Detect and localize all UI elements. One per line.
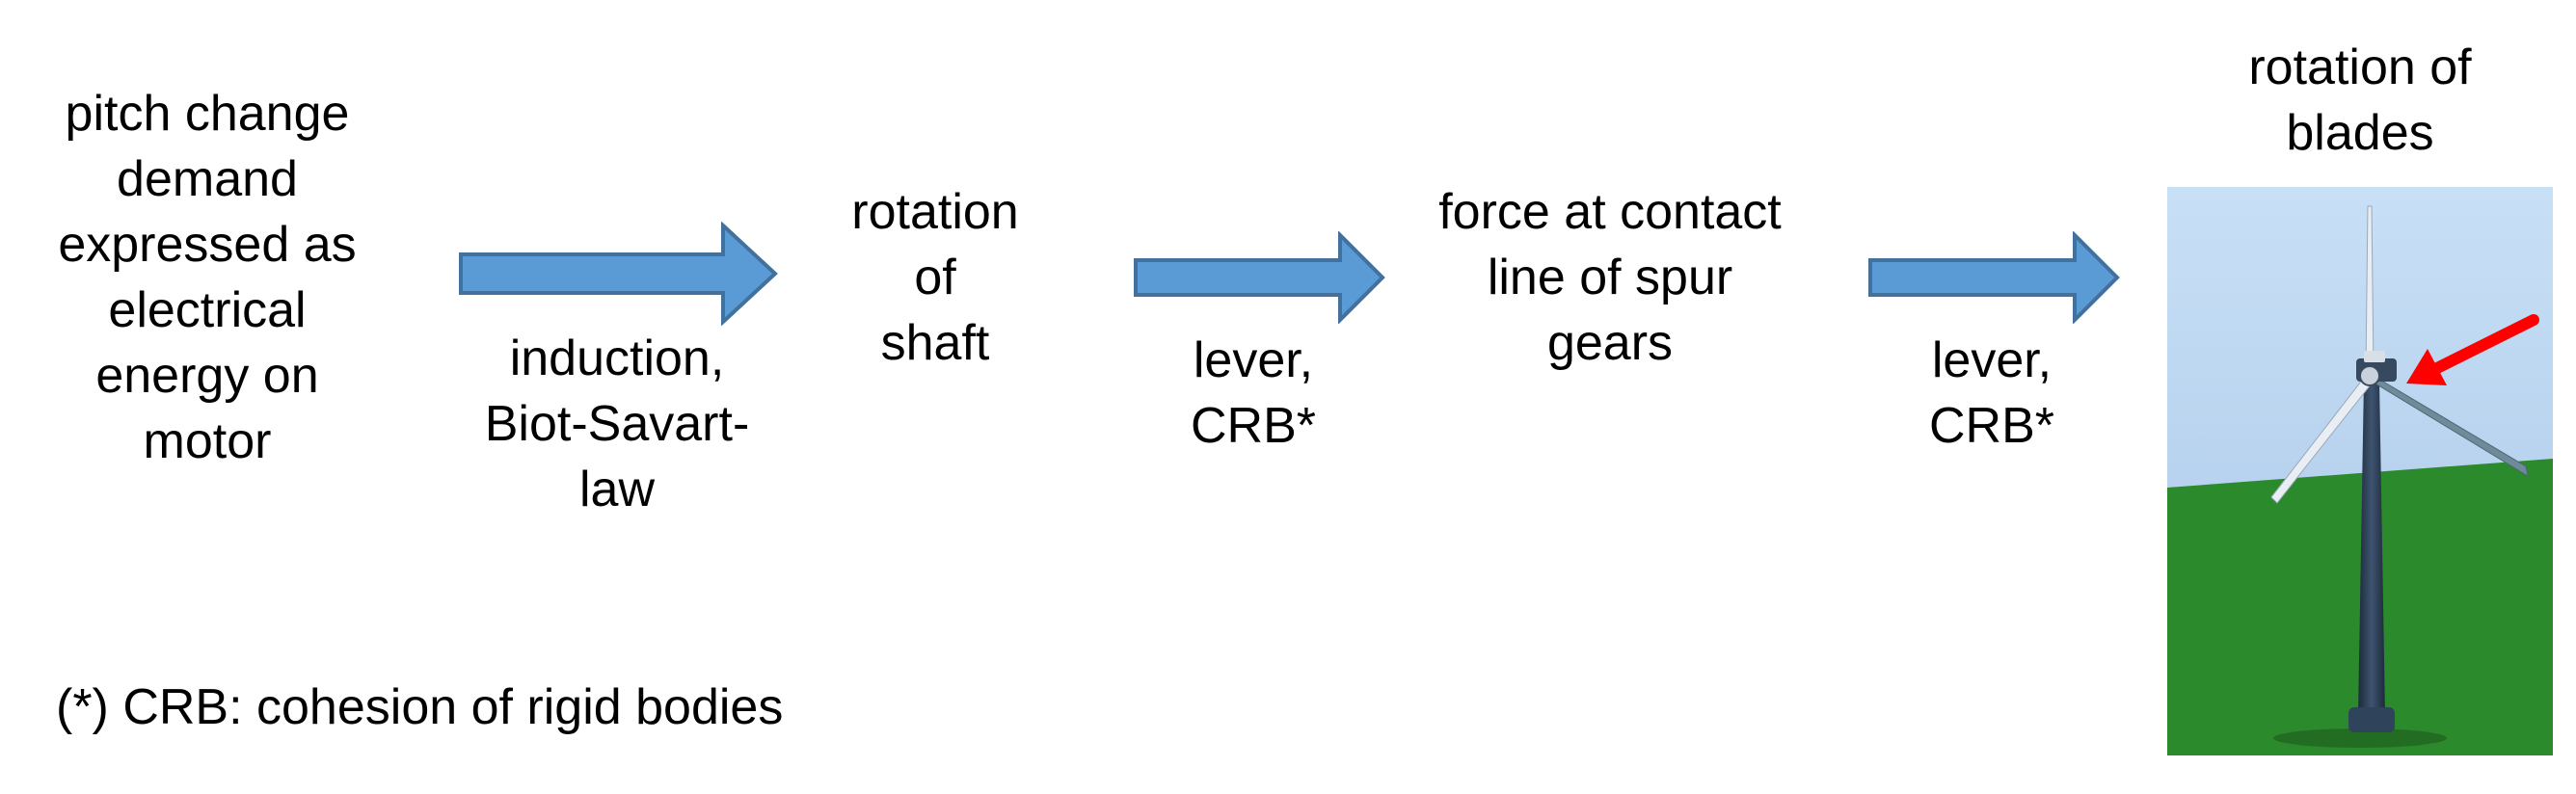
edge-label-lever-1: lever, CRB*	[1190, 332, 1317, 454]
arrow-lever-2	[1868, 231, 2120, 324]
wind-turbine-image	[2167, 187, 2553, 755]
tower-base	[2348, 707, 2395, 732]
tower-shadow	[2273, 728, 2447, 748]
footnote: (*) CRB: cohesion of rigid bodies	[56, 679, 784, 735]
edge-label-lever-2: lever, CRB*	[1928, 332, 2055, 454]
hub	[2359, 365, 2380, 386]
tower	[2358, 380, 2385, 717]
node-pitch-change-demand: pitch change demand expressed as electri…	[58, 86, 357, 469]
node-force-at-contact-line: force at contact line of spur gears	[1438, 184, 1782, 371]
nacelle-top	[2364, 351, 2385, 362]
arrow-lever-1	[1134, 231, 1385, 324]
node-rotation-of-blades: rotation of blades	[2248, 40, 2472, 161]
red-pointer-arrow-icon	[2406, 314, 2539, 385]
edge-label-induction: induction, Biot-Savart- law	[484, 331, 750, 517]
arrow-induction	[459, 222, 778, 326]
node-rotation-of-shaft: rotation of shaft	[851, 184, 1019, 371]
